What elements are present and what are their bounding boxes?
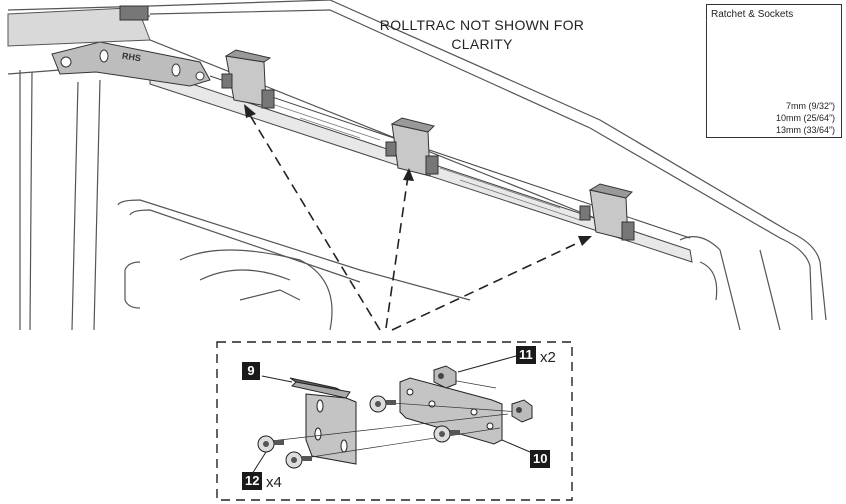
installed-bracket-1 <box>221 49 275 109</box>
socket-size-13mm: 13mm (33/64”) <box>775 125 835 135</box>
rail-clamp <box>119 5 149 21</box>
part-11-nuts <box>433 365 533 423</box>
tools-title: Ratchet & Sockets <box>711 9 794 20</box>
callout-10: 10 <box>530 450 551 468</box>
installed-bracket-3 <box>579 183 635 241</box>
socket-size-7mm: 7mm (9/32”) <box>785 101 835 111</box>
part-12-bolts <box>257 395 460 469</box>
rolltrac-note: ROLLTRAC NOT SHOWN FOR CLARITY <box>352 16 612 54</box>
note-line-1: ROLLTRAC NOT SHOWN FOR <box>379 17 585 33</box>
callout-9: 9 <box>242 362 260 380</box>
callout-leaders <box>251 355 531 475</box>
note-line-2: CLARITY <box>451 36 513 52</box>
leader-arrows <box>247 111 585 331</box>
arrow-heads <box>244 104 592 246</box>
detail-box <box>216 341 573 501</box>
callout-11: 11 <box>516 346 536 364</box>
tools-panel: Ratchet & Sockets 7mm (9/32”) 10mm (25/6… <box>706 4 842 138</box>
bed-rail-cap <box>7 7 151 47</box>
installed-bracket-2 <box>385 117 439 177</box>
rhs-bracket <box>51 41 211 87</box>
callout-12: 12 <box>242 472 263 490</box>
socket-size-10mm: 10mm (25/64”) <box>775 113 835 123</box>
part-9-bracket <box>289 377 357 465</box>
qty-11: x2 <box>540 349 556 366</box>
qty-12: x4 <box>266 474 282 491</box>
